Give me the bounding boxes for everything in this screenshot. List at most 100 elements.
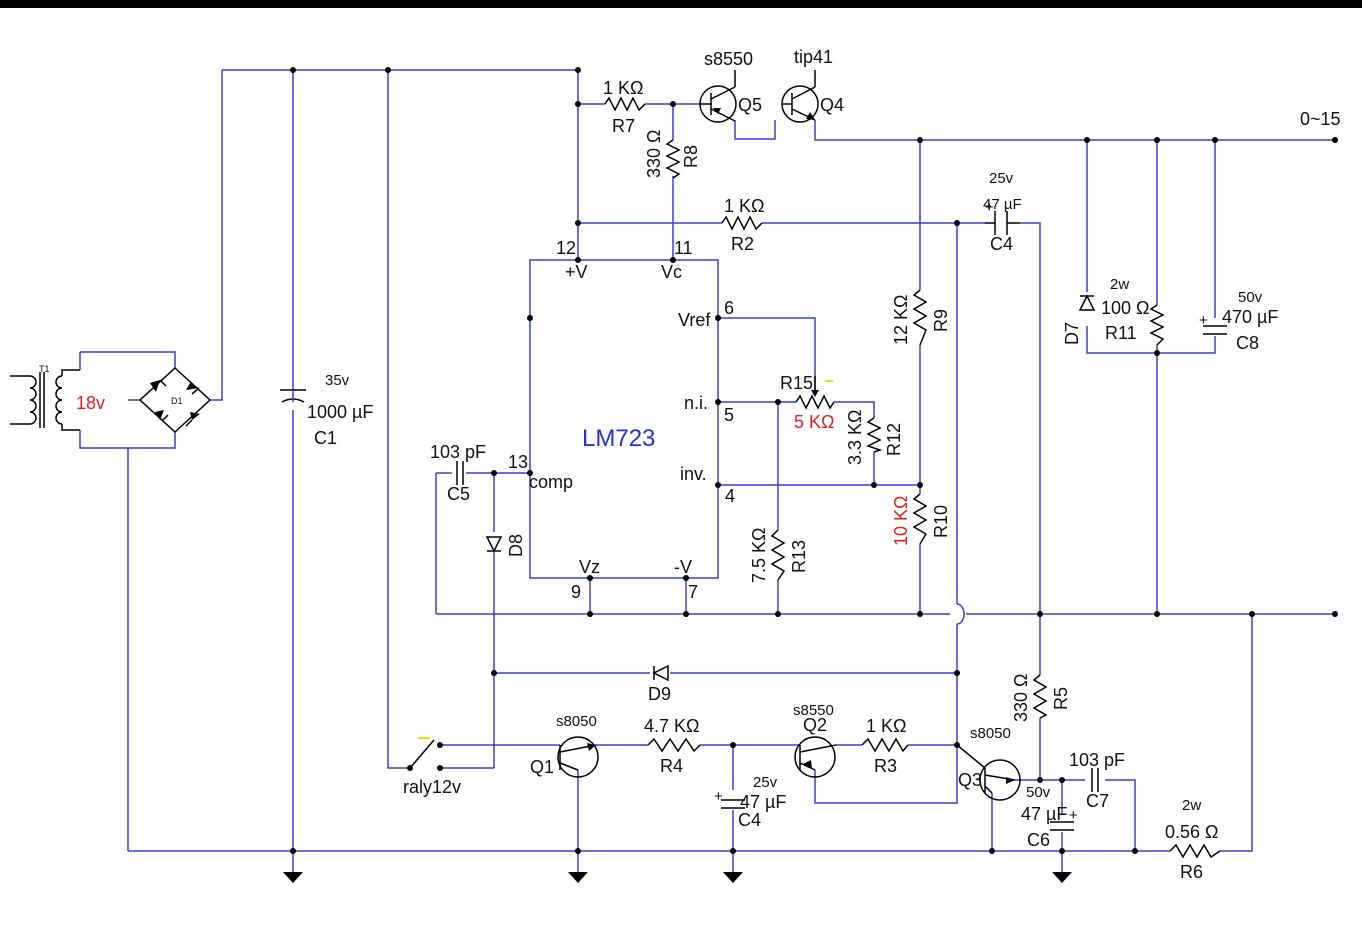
c4-top-rating: 25v (989, 170, 1014, 187)
resistor-icon (912, 493, 928, 545)
resistor-r6[interactable]: 2w 0.56 Ω R6 (1165, 797, 1221, 882)
transformer-name: T1 (39, 364, 50, 374)
resistor-r5[interactable]: 330 Ω R5 (1011, 674, 1071, 723)
q5-type: s8550 (704, 49, 753, 69)
diode-d9[interactable]: D9 (648, 664, 671, 704)
diode-d8[interactable]: D8 (485, 534, 526, 557)
c5-name: C5 (447, 484, 470, 504)
r6-power: 2w (1182, 797, 1201, 814)
r8-value: 330 Ω (644, 130, 664, 179)
resistor-icon (1169, 843, 1221, 859)
r13-value: 7.5 KΩ (749, 528, 769, 584)
c1-value: 1000 µF (307, 402, 373, 422)
capacitor-c4-top[interactable]: + 25v 47 µF C4 (983, 170, 1022, 254)
npn-transistor-icon (979, 759, 1021, 801)
capacitor-icon (456, 461, 464, 485)
d8-name: D8 (506, 534, 526, 557)
r8-name: R8 (681, 145, 701, 168)
c4-bottom-value: 47 µF (740, 792, 786, 812)
r12-name: R12 (884, 423, 904, 456)
electrolytic-capacitor-icon (1203, 325, 1227, 335)
transformer-t1[interactable]: T1 18v (10, 364, 105, 431)
r15-value: 5 KΩ (794, 412, 834, 432)
capacitor-c4-bottom[interactable]: + 25v 47 µF C4 (714, 774, 786, 830)
capacitor-c7[interactable]: 103 pF C7 (1069, 750, 1125, 811)
pin-ni-label: n.i. (684, 393, 708, 413)
q4-name: Q4 (820, 95, 844, 115)
resistor-r12[interactable]: 3.3 KΩ R12 (845, 410, 904, 466)
pin-11-number: 11 (674, 238, 693, 258)
pin-inv-label: inv. (680, 464, 707, 484)
resistor-icon (1149, 304, 1165, 346)
q4-type: tip41 (794, 47, 833, 67)
c8-rating: 50v (1238, 289, 1263, 306)
r11-name: R11 (1105, 323, 1137, 343)
ic-title: LM723 (582, 425, 655, 452)
pin-vc-label: Vc (661, 262, 682, 282)
pin-7-number: 7 (688, 582, 698, 602)
transistor-q3[interactable]: s8050 Q3 (956, 725, 1021, 801)
resistor-icon (866, 417, 883, 453)
wires (79, 69, 1335, 872)
resistor-r3[interactable]: 1 KΩ R3 (861, 716, 909, 776)
q1-type: s8050 (556, 713, 597, 730)
capacitor-c1[interactable]: 35v 1000 µF C1 (280, 372, 373, 448)
pin-13-number: 13 (508, 452, 528, 472)
diode-icon (1078, 294, 1096, 311)
diode-d7[interactable]: D7 (1062, 294, 1096, 345)
resistor-icon (861, 737, 909, 753)
pin-12-number: 12 (556, 238, 576, 258)
r11-power: 2w (1110, 276, 1129, 293)
resistor-r8[interactable]: 330 Ω R8 (644, 130, 701, 179)
r7-name: R7 (612, 116, 635, 136)
transformer-primary-icon (10, 375, 37, 425)
capacitor-plus-sign: + (985, 199, 994, 216)
c7-name: C7 (1086, 791, 1109, 811)
resistor-r11[interactable]: 2w 100 Ω R11 (1101, 276, 1165, 346)
c7-value: 103 pF (1069, 750, 1125, 770)
resistor-icon (604, 96, 646, 112)
transistor-q4[interactable]: tip41 Q4 (781, 47, 844, 123)
pin-vz-label: Vz (579, 557, 600, 577)
r2-name: R2 (731, 234, 754, 254)
resistor-r4[interactable]: 4.7 KΩ R4 (644, 716, 701, 776)
q2-name: Q2 (803, 715, 827, 735)
transistor-q2[interactable]: s8550 Q2 (793, 702, 837, 778)
bridge-rectifier-d1[interactable]: D1 (138, 366, 212, 434)
transistor-q5[interactable]: s8550 Q5 (699, 49, 762, 123)
c5-value: 103 pF (430, 442, 486, 462)
resistor-r9[interactable]: 12 KΩ R9 (891, 289, 951, 346)
resistor-r10[interactable]: 10 KΩ R10 (891, 493, 951, 546)
r15-name: R15 (780, 373, 813, 393)
r7-value: 1 KΩ (603, 78, 643, 98)
resistor-r13[interactable]: 7.5 KΩ R13 (749, 528, 809, 584)
relay-switch[interactable]: raly12v (403, 737, 461, 797)
resistor-r7[interactable]: 1 KΩ R7 (603, 78, 646, 136)
ic-lm723[interactable]: LM723 12 11 +V Vc Vref 6 n.i. 5 inv. 4 1… (508, 238, 735, 602)
diode-icon (485, 536, 503, 553)
pnp-transistor-icon (794, 736, 836, 778)
capacitor-c8[interactable]: + 50v 470 µF C8 (1199, 289, 1278, 353)
transistor-q1[interactable]: s8050 Q1 (530, 713, 599, 778)
r12-value: 3.3 KΩ (845, 410, 865, 466)
potentiometer-r15[interactable]: R15 5 KΩ (780, 373, 835, 432)
capacitor-c5[interactable]: 103 pF C5 (430, 442, 486, 504)
q3-type: s8050 (970, 725, 1011, 742)
ground-symbols (283, 872, 1072, 883)
r10-name: R10 (931, 505, 951, 538)
pin-6-number: 6 (724, 298, 734, 318)
resistor-icon (1032, 674, 1048, 719)
r11-value: 100 Ω (1101, 298, 1150, 318)
q2-type: s8550 (793, 702, 834, 719)
resistor-r2[interactable]: 1 KΩ R2 (721, 196, 764, 254)
transformer-voltage-label: 18v (76, 393, 105, 413)
d7-name: D7 (1062, 322, 1082, 345)
capacitor-c6[interactable]: + 50v 47 µF C6 (1021, 784, 1078, 850)
c6-name: C6 (1027, 830, 1050, 850)
capacitor-plus-sign: + (714, 788, 723, 805)
c4-top-value: 47 µF (983, 196, 1022, 213)
q1-name: Q1 (530, 757, 554, 777)
diode-icon (150, 379, 200, 427)
capacitor-plus-sign: + (1199, 312, 1208, 329)
output-voltage-label: 0~15 (1300, 109, 1341, 129)
